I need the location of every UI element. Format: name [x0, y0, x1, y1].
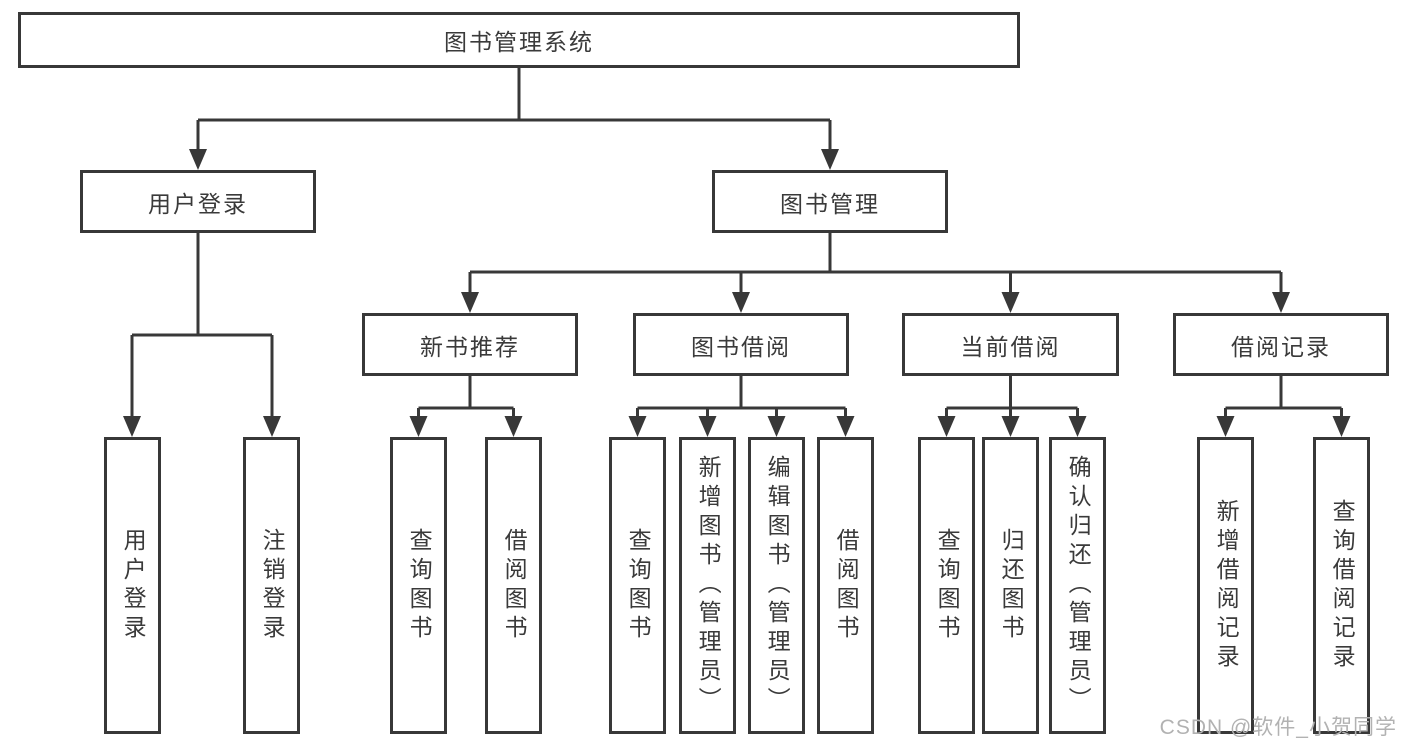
- node-label: 用户登录: [148, 190, 248, 217]
- connector-trunks: [130, 68, 1343, 420]
- leaf-label: 查询图书: [406, 527, 433, 644]
- arrowheads: [123, 149, 1351, 437]
- node-borrowing-records: 借阅记录: [1173, 313, 1389, 376]
- node-new-book-recommendation: 新书推荐: [362, 313, 578, 376]
- node-label: 当前借阅: [960, 333, 1061, 360]
- leaf-label: 查询图书: [934, 527, 961, 644]
- watermark-text: CSDN @软件_小贺同学: [1159, 716, 1397, 739]
- leaf-label: 查询图书: [625, 527, 652, 644]
- leaf-confirm-return-admin: 确认归还（管理员）: [1049, 437, 1106, 734]
- trunk-current-borrowing: [945, 376, 1079, 420]
- leaf-label: 确认归还（管理员）: [1065, 455, 1092, 716]
- leaf-label: 用户登录: [120, 527, 147, 644]
- node-label: 新书推荐: [420, 333, 520, 360]
- leaf-label: 归还图书: [998, 527, 1025, 644]
- trunk-user-login: [130, 233, 274, 420]
- trunk-new-book-recommendation: [417, 376, 515, 420]
- node-library-management-system: 图书管理系统: [18, 12, 1020, 68]
- node-label: 图书借阅: [691, 333, 791, 360]
- leaf-add-books-admin: 新增图书（管理员）: [679, 437, 736, 734]
- trunk-borrowing-records: [1224, 376, 1343, 420]
- trunk-root: [196, 68, 832, 152]
- leaf-borrow-books-borrowing: 借阅图书: [817, 437, 874, 734]
- node-label: 借阅记录: [1231, 333, 1331, 360]
- node-current-borrowing: 当前借阅: [902, 313, 1119, 376]
- node-book-management: 图书管理: [712, 170, 948, 233]
- leaf-logout: 注销登录: [243, 437, 300, 734]
- node-label: 图书管理: [780, 190, 880, 217]
- leaf-add-borrow-record: 新增借阅记录: [1197, 437, 1254, 734]
- leaf-return-books: 归还图书: [982, 437, 1039, 734]
- leaf-label: 借阅图书: [501, 527, 528, 644]
- node-label: 图书管理系统: [444, 29, 594, 55]
- leaf-label: 新增图书（管理员）: [695, 455, 722, 716]
- leaf-query-books-recommend: 查询图书: [390, 437, 447, 734]
- leaf-query-books-borrowing: 查询图书: [609, 437, 666, 734]
- leaf-label: 借阅图书: [833, 527, 860, 644]
- leaf-borrow-books-recommend: 借阅图书: [485, 437, 542, 734]
- leaf-label: 注销登录: [259, 527, 286, 644]
- leaf-label: 编辑图书（管理员）: [764, 455, 791, 716]
- node-user-login: 用户登录: [80, 170, 316, 233]
- leaf-query-borrow-record: 查询借阅记录: [1313, 437, 1370, 734]
- leaf-label: 查询借阅记录: [1329, 498, 1356, 673]
- leaf-user-login: 用户登录: [104, 437, 161, 734]
- leaf-label: 新增借阅记录: [1213, 498, 1240, 673]
- leaf-edit-books-admin: 编辑图书（管理员）: [748, 437, 805, 734]
- trunk-book-management: [468, 233, 1283, 296]
- leaf-query-books-current: 查询图书: [918, 437, 975, 734]
- trunk-book-borrowing: [636, 376, 847, 420]
- node-book-borrowing: 图书借阅: [633, 313, 849, 376]
